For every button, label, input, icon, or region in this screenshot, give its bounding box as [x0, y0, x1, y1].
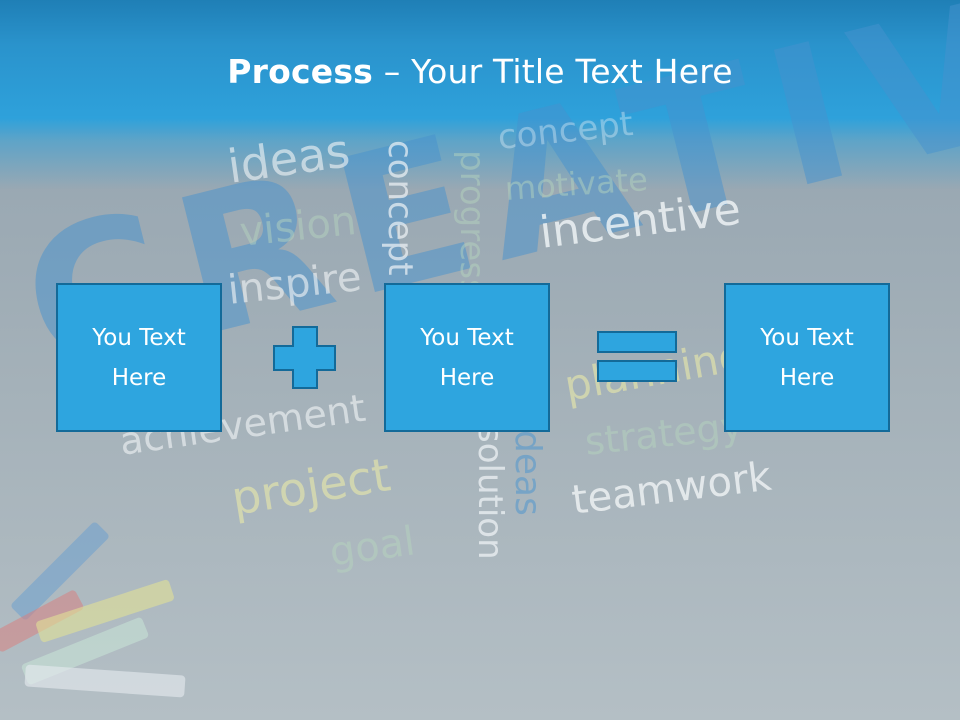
title-rest: – Your Title Text Here [373, 52, 733, 91]
bg-word-project: project [227, 447, 394, 526]
bg-word-strategy: strategy [582, 403, 745, 464]
equals-icon-top-bar [597, 331, 677, 353]
bg-word-goal: goal [326, 518, 418, 576]
process-box-3[interactable]: You Text Here [724, 283, 890, 432]
title-bold: Process [227, 52, 374, 91]
bg-word-ideas-vertical: ideas [507, 420, 548, 516]
bg-word-solution: solution [470, 425, 510, 560]
title-banner [0, 0, 960, 190]
bg-word-teamwork: teamwork [569, 453, 774, 524]
bg-word-concept-vertical: concept [380, 140, 420, 276]
process-box-1[interactable]: You Text Here [56, 283, 222, 432]
chalk-stick-white [24, 664, 186, 698]
process-box-2[interactable]: You Text Here [384, 283, 550, 432]
bg-word-progress: progress [452, 150, 492, 297]
equals-icon-bottom-bar [597, 360, 677, 382]
plus-icon-fill-horizontal [275, 347, 334, 369]
slide-title: Process – Your Title Text Here [0, 52, 960, 91]
